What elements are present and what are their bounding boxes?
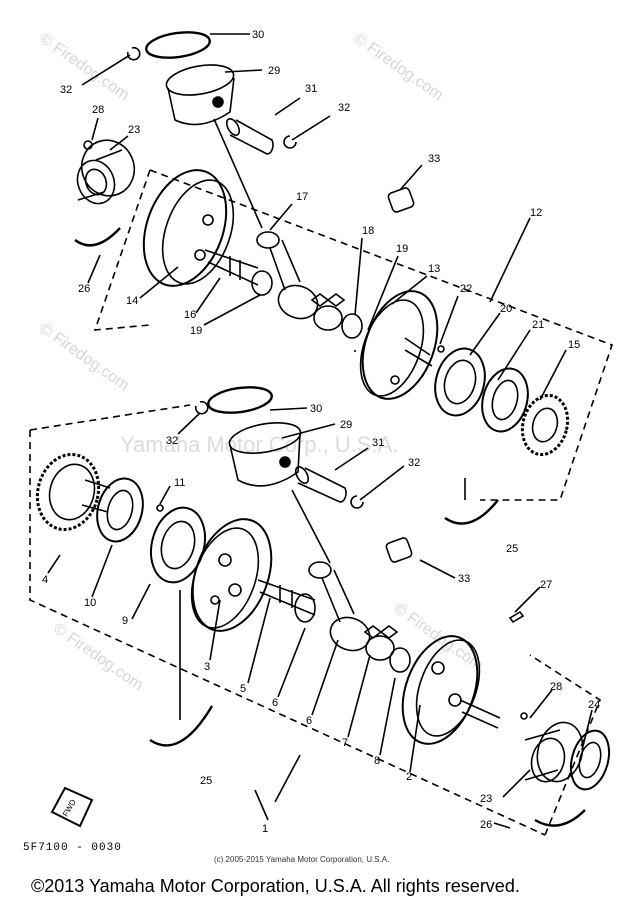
callout-32: 32 — [338, 102, 350, 114]
callout-17: 17 — [296, 191, 308, 203]
callout-28: 28 — [92, 104, 104, 116]
callout-32: 32 — [408, 457, 420, 469]
callout-19: 19 — [396, 243, 408, 255]
callout-28: 28 — [550, 681, 562, 693]
callout-32: 32 — [60, 84, 72, 96]
callout-33: 33 — [428, 153, 440, 165]
callout-7: 7 — [342, 737, 348, 749]
callout-23: 23 — [480, 793, 492, 805]
diagram-code: 5F7100 - 0030 — [23, 842, 122, 854]
callout-19: 19 — [190, 325, 202, 337]
callout-26: 26 — [480, 819, 492, 831]
callout-20: 20 — [500, 303, 512, 315]
callout-26: 26 — [78, 283, 90, 295]
callout-13: 13 — [428, 263, 440, 275]
callout-22: 22 — [460, 283, 472, 295]
callout-2: 2 — [406, 771, 412, 783]
callout-12: 12 — [530, 207, 542, 219]
callout-25: 25 — [506, 543, 518, 555]
callout-5: 5 — [240, 683, 246, 695]
callout-8: 8 — [374, 755, 380, 767]
callout-16: 16 — [184, 309, 196, 321]
callout-32: 32 — [166, 435, 178, 447]
callout-15: 15 — [568, 339, 580, 351]
callout-10: 10 — [84, 597, 96, 609]
callout-30: 30 — [310, 403, 322, 415]
callout-9: 9 — [122, 615, 128, 627]
callout-21: 21 — [532, 319, 544, 331]
callout-23: 23 — [128, 124, 140, 136]
callout-24: 24 — [588, 699, 600, 711]
copyright-small: (c) 2005-2015 Yamaha Motor Corporation, … — [214, 855, 390, 864]
callout-29: 29 — [268, 65, 280, 77]
callout-25: 25 — [200, 775, 212, 787]
callout-29: 29 — [340, 419, 352, 431]
callout-11: 11 — [174, 477, 185, 489]
callout-6: 6 — [272, 697, 278, 709]
callout-33: 33 — [458, 573, 470, 585]
copyright-main: ©2013 Yamaha Motor Corporation, U.S.A. A… — [31, 876, 520, 896]
callout-30: 30 — [252, 29, 264, 41]
callout-31: 31 — [305, 83, 317, 95]
callout-1: 1 — [262, 823, 268, 835]
fwd-label: FWD — [61, 798, 78, 818]
callout-14: 14 — [126, 295, 138, 307]
callout-4: 4 — [42, 574, 48, 586]
callout-3: 3 — [204, 661, 210, 673]
callout-6: 6 — [306, 715, 312, 727]
callout-31: 31 — [372, 437, 384, 449]
callout-18: 18 — [362, 225, 374, 237]
callout-27: 27 — [540, 579, 552, 591]
